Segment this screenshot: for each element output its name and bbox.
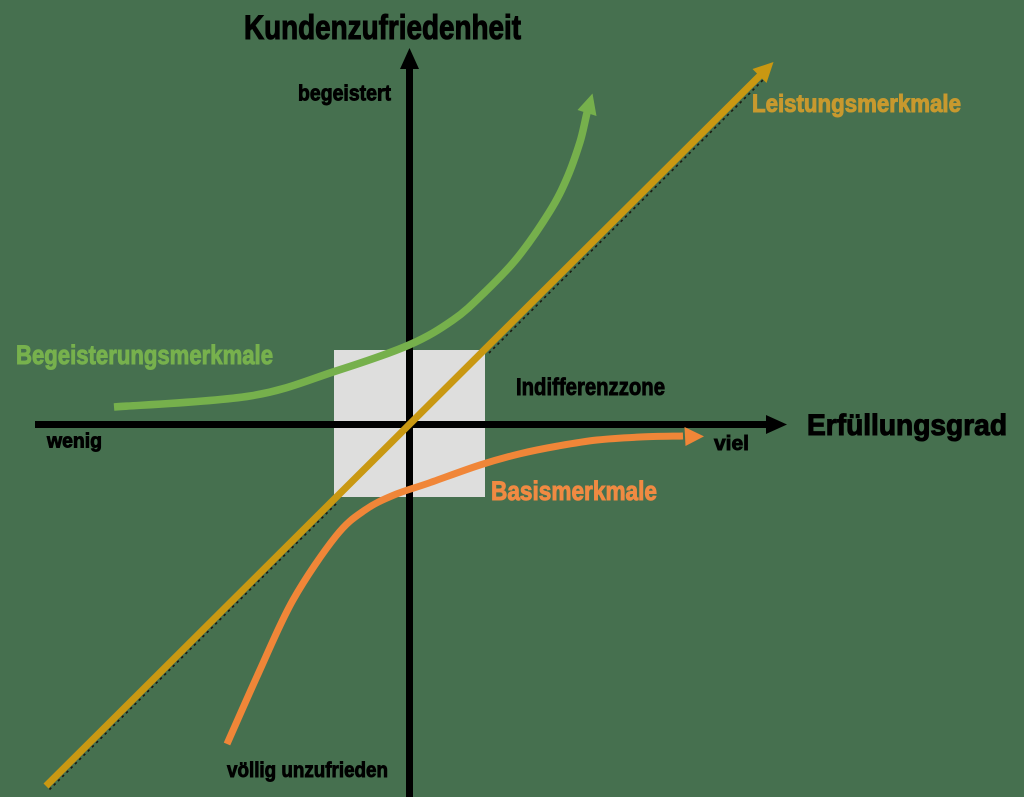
svg-text:Indifferenzzone: Indifferenzzone (516, 374, 665, 401)
svg-text:Erfüllungsgrad: Erfüllungsgrad (807, 409, 1007, 442)
svg-text:Leistungsmerkmale: Leistungsmerkmale (752, 90, 961, 118)
svg-text:Begeisterungsmerkmale: Begeisterungsmerkmale (16, 340, 273, 370)
svg-text:Kundenzufriedenheit: Kundenzufriedenheit (244, 9, 521, 47)
svg-text:wenig: wenig (46, 431, 102, 453)
svg-text:völlig unzufrieden: völlig unzufrieden (227, 759, 388, 782)
svg-text:viel: viel (714, 433, 749, 455)
svg-text:Basismerkmale: Basismerkmale (491, 476, 657, 506)
svg-text:begeistert: begeistert (298, 81, 392, 106)
